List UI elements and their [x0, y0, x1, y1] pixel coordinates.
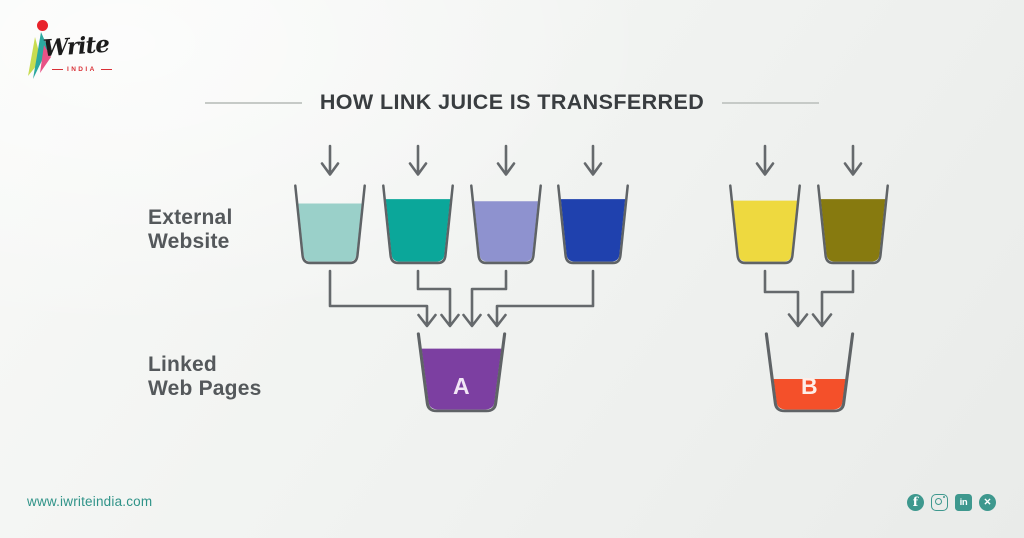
linked-web-pages-label: Linked Web Pages [148, 353, 261, 400]
external-cup-6 [814, 184, 892, 268]
title-rule-left [204, 101, 302, 104]
down-arrow-2 [408, 144, 428, 176]
linked-page-cup-b: B [761, 332, 858, 416]
cup-a-label: A [452, 373, 471, 399]
linked-label-line1: Linked [148, 353, 217, 376]
cup-shape [557, 184, 629, 265]
logo-dash-right [100, 69, 112, 70]
external-cup-4 [554, 184, 632, 268]
external-label-line2: Website [148, 229, 230, 253]
logo-dash-left [52, 69, 63, 70]
connector-cup6-to-b [811, 269, 855, 328]
external-cup-5 [726, 184, 804, 268]
facebook-icon[interactable]: f [907, 494, 924, 511]
external-cup-1 [291, 184, 369, 268]
iwrite-india-logo: Write INDIA [26, 13, 136, 79]
logo-country-row: INDIA [52, 66, 112, 73]
external-website-label: External Website [148, 206, 232, 253]
instagram-lens [935, 498, 943, 506]
cup-shape [294, 184, 366, 265]
down-arrow-1 [320, 144, 340, 176]
down-arrow-3 [496, 144, 516, 176]
title-rule-right [722, 101, 820, 104]
connector-cup5-to-b [763, 269, 809, 328]
connector-cup1-to-a [328, 269, 437, 328]
logo-brand-text: Write [42, 30, 110, 63]
cup-shape [416, 332, 507, 413]
linked-page-cup-a: A [413, 332, 510, 416]
page-title: HOW LINK JUICE IS TRANSFERRED [319, 90, 705, 114]
website-link[interactable]: www.iwriteindia.com [27, 494, 153, 509]
cup-shape [764, 332, 855, 413]
cup-b-label: B [800, 373, 819, 399]
connector-cup3-to-a [462, 269, 508, 328]
connector-cup2-to-a [416, 269, 460, 328]
instagram-icon[interactable] [931, 494, 948, 511]
external-label-line1: External [148, 206, 233, 229]
down-arrow-6 [843, 144, 863, 176]
connector-cup4-to-a [487, 269, 595, 328]
logo-flame-icon [28, 32, 51, 79]
external-cup-3 [467, 184, 545, 268]
linked-label-line2: Web Pages [148, 376, 262, 400]
social-links: f in ✕ [907, 494, 996, 511]
logo-country-text: INDIA [67, 66, 97, 73]
cup-shape [729, 184, 801, 265]
down-arrow-4 [583, 144, 603, 176]
cup-shape [382, 184, 454, 265]
external-cup-2 [379, 184, 457, 268]
logo-dot-icon [37, 20, 48, 31]
title-row: HOW LINK JUICE IS TRANSFERRED [0, 90, 1024, 115]
down-arrow-5 [755, 144, 775, 176]
linkedin-icon[interactable]: in [955, 494, 972, 511]
cup-shape [470, 184, 542, 265]
x-icon[interactable]: ✕ [979, 494, 996, 511]
cup-shape [817, 184, 889, 265]
